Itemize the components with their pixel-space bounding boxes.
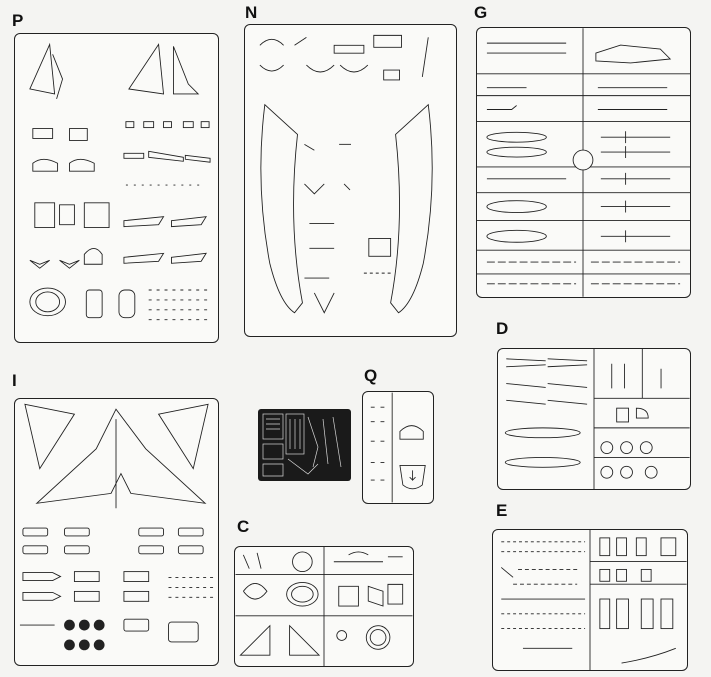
sprue-i-parts — [19, 403, 214, 651]
sprue-label-c: C — [237, 517, 250, 536]
sprue-n-parts — [259, 34, 433, 314]
sprue-p-parts — [29, 42, 211, 321]
sprue-label-i: I — [12, 371, 17, 390]
sprue-n-frame — [244, 24, 457, 337]
sprue-i-frame — [14, 398, 219, 666]
sprue-label-e: E — [496, 501, 508, 520]
sprue-label-g: G — [474, 3, 488, 22]
sprue-q-frame — [362, 391, 434, 504]
sprue-g-parts — [477, 28, 690, 297]
sprue-c-parts — [235, 547, 413, 666]
sprue-label-d: D — [496, 319, 509, 338]
photo-etch-fret — [258, 409, 351, 481]
sprue-q-parts — [370, 392, 426, 503]
sprue-d-parts — [504, 349, 690, 489]
sprue-e-parts — [500, 530, 687, 670]
sprue-d-frame — [497, 348, 691, 490]
sprue-label-n: N — [245, 3, 258, 22]
sprue-g-frame — [476, 27, 691, 298]
sprue-label-q: Q — [364, 366, 378, 385]
sprue-e-frame — [492, 529, 688, 671]
sprue-c-frame — [234, 546, 414, 667]
photo-etch-parts — [262, 413, 342, 477]
sprue-label-p: P — [12, 11, 24, 30]
sprue-p-frame — [14, 33, 219, 343]
